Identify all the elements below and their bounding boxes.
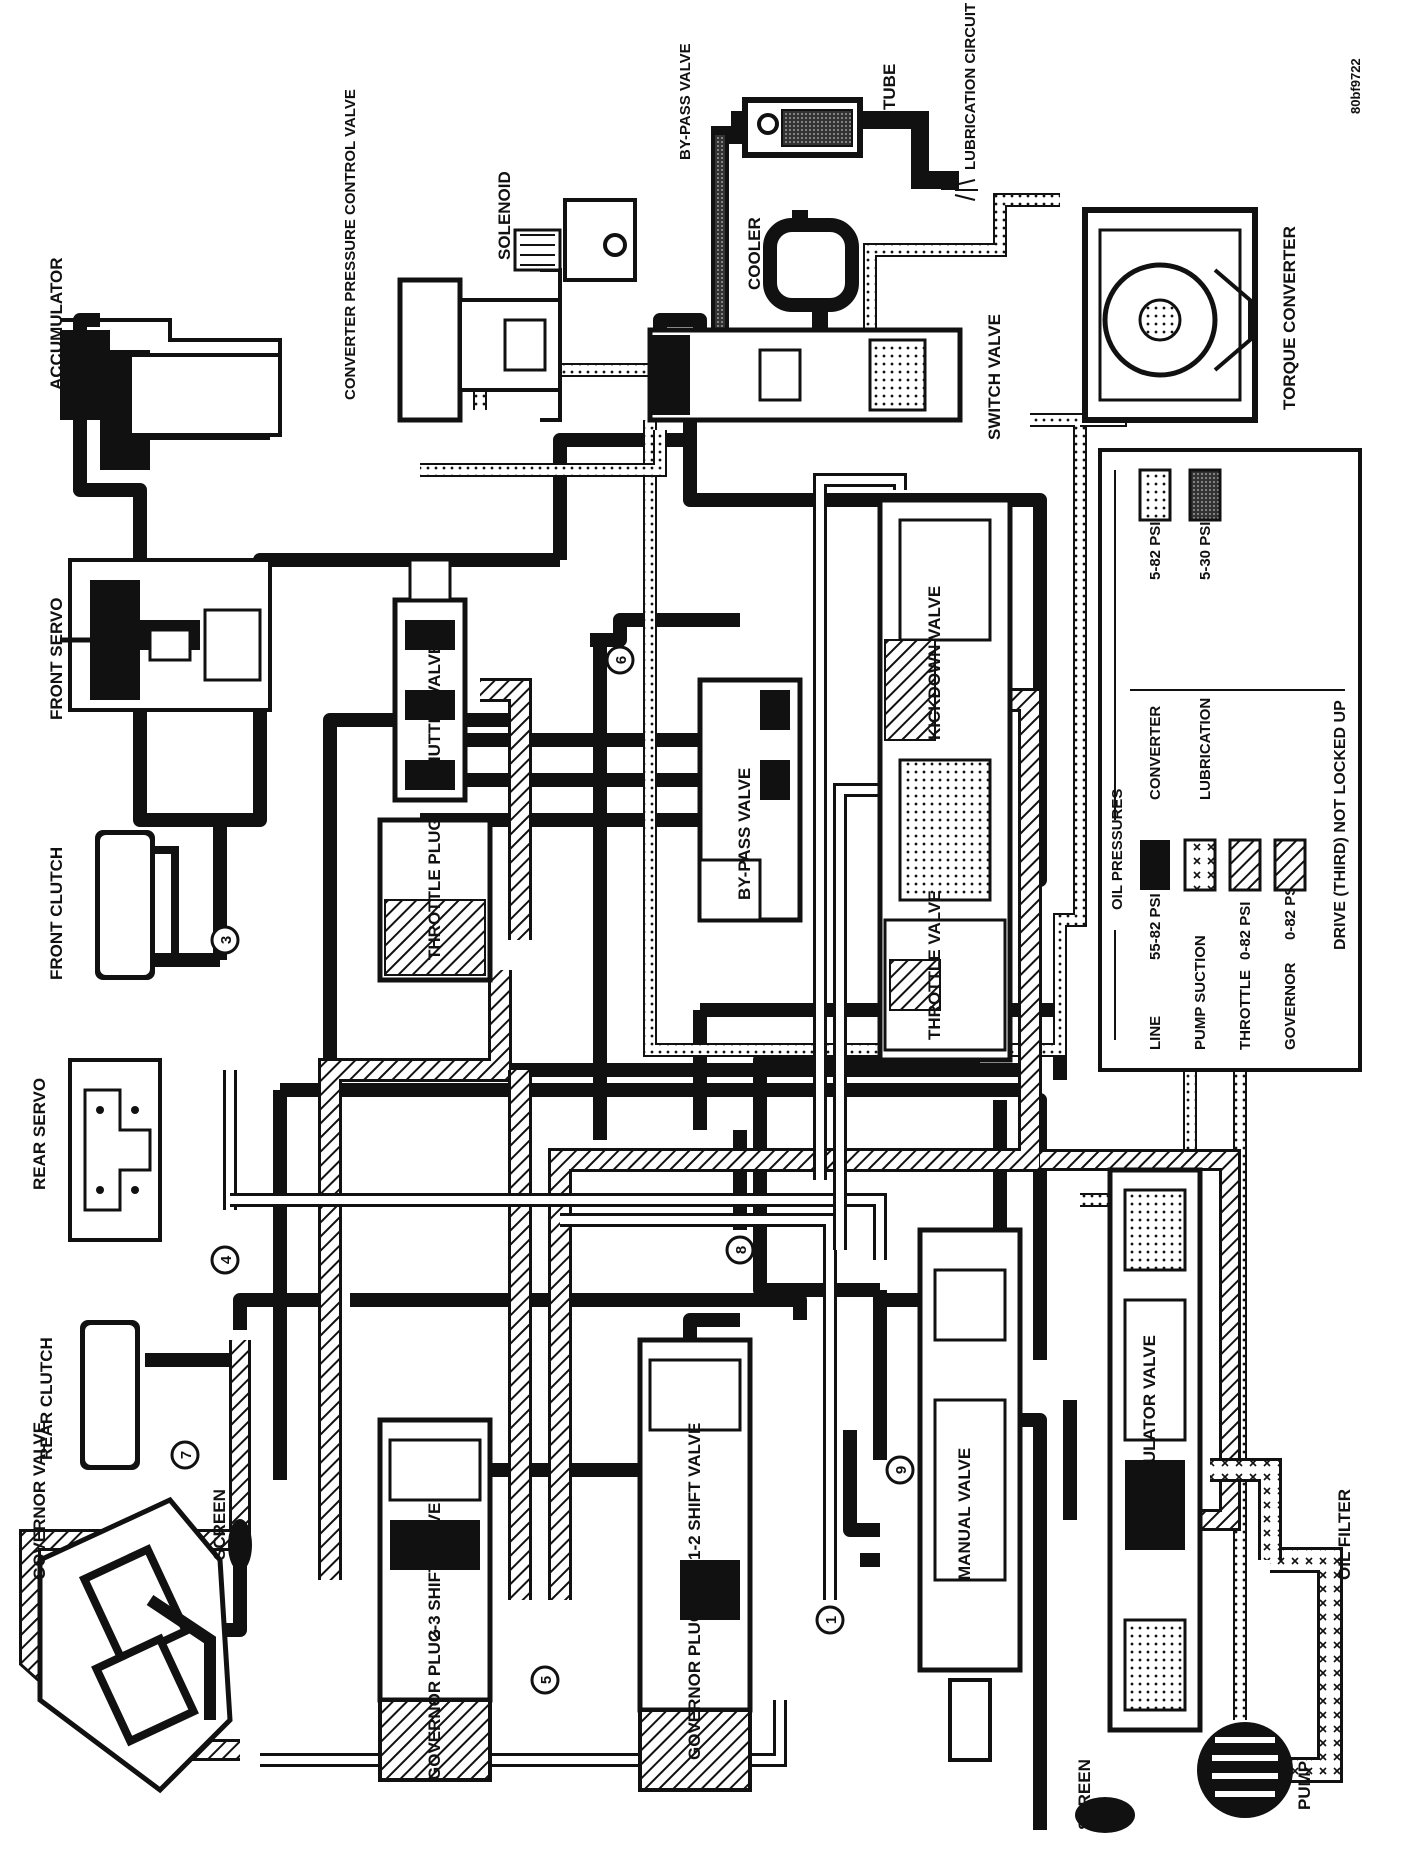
svg-text:5: 5	[538, 1676, 555, 1684]
label-bypass-valve-mid: BY-PASS VALVE	[735, 768, 754, 900]
front-clutch	[95, 830, 179, 980]
svg-text:3: 3	[218, 936, 235, 944]
svg-text:5-30 PSI: 5-30 PSI	[1197, 522, 1214, 580]
legend-entry-line: LINE 55-82 PSI	[1140, 840, 1170, 1050]
lubrication-circuit	[711, 97, 978, 350]
label-throttle-valve: THROTTLE VALVE	[925, 890, 944, 1040]
legend-entry-converter: CONVERTER 5-82 PSI	[1138, 468, 1172, 800]
manual-valve	[917, 1227, 1023, 1762]
check-ball-5: 5	[530, 1665, 560, 1695]
label-front-clutch: FRONT CLUTCH	[47, 847, 66, 980]
legend-title: OIL PRESSURES	[1109, 789, 1126, 910]
svg-text:4: 4	[218, 1255, 235, 1264]
switch-valve	[647, 327, 963, 423]
svg-text:8: 8	[733, 1246, 750, 1254]
kickdown-valve	[877, 497, 1013, 1063]
label-shift-valve-2-3: 2-3 SHIFT VALVE	[425, 1503, 444, 1640]
label-throttle-plug: THROTTLE PLUG	[425, 817, 444, 960]
svg-text:LUBRICATION: LUBRICATION	[1197, 698, 1214, 800]
torque-converter	[1082, 207, 1258, 423]
svg-text:0-82 PSI: 0-82 PSI	[1282, 882, 1299, 940]
label-oil-filter: OIL FILTER	[1335, 1489, 1354, 1580]
regulator-valve	[1107, 1167, 1203, 1733]
shift-valve-2-3	[377, 1417, 493, 1782]
front-servo	[60, 558, 272, 712]
svg-text:7: 7	[178, 1451, 195, 1459]
legend-caption: DRIVE (THIRD) NOT LOCKED UP	[1332, 700, 1349, 950]
svg-text:THROTTLE: THROTTLE	[1237, 970, 1254, 1050]
shuttle-valve	[392, 558, 468, 803]
svg-text:LINE: LINE	[1147, 1016, 1164, 1050]
svg-text:55-82 PSI: 55-82 PSI	[1147, 893, 1164, 960]
legend-box: OIL PRESSURES LINE 55-82 PSI PUMP SUCTIO…	[1098, 448, 1362, 1072]
label-accumulator: ACCUMULATOR	[47, 257, 66, 390]
label-tube: TUBE	[880, 64, 899, 110]
throttle-plug	[377, 817, 493, 983]
legend-entry-governor: GOVERNOR 0-82 PSI	[1273, 838, 1307, 1050]
label-governor-valve: GOVERNOR VALVE	[30, 1422, 49, 1580]
check-ball-8: 8	[725, 1235, 755, 1265]
component-labels: ACCUMULATOR FRONT SERVO FRONT CLUTCH REA…	[30, 3, 1354, 1830]
screen-icon	[228, 1519, 252, 1571]
label-governor-plug-2: GOVERNOR PLUG	[685, 1609, 704, 1760]
legend-entry-throttle: THROTTLE 0-82 PSI	[1228, 838, 1262, 1050]
check-ball-4: 4	[210, 1245, 240, 1275]
throttle-passages	[19, 678, 1241, 1761]
check-balls: 1 3 4 5 6 7 8 9	[170, 645, 915, 1695]
label-governor-plug-1: GOVERNOR PLUG	[425, 1629, 444, 1780]
svg-text:6: 6	[613, 656, 630, 664]
label-shuttle-valve: SHUTTLE VALVE	[425, 643, 444, 780]
pump-icon	[1197, 1722, 1293, 1818]
label-front-servo: FRONT SERVO	[47, 598, 66, 720]
converter-pressure-control-valve	[397, 268, 562, 423]
document-id: 80bf9722	[1348, 58, 1363, 114]
label-cooler: COOLER	[745, 217, 764, 290]
svg-text:PUMP SUCTION: PUMP SUCTION	[1192, 935, 1209, 1050]
label-rear-clutch: REAR CLUTCH	[37, 1337, 56, 1460]
svg-text:CONVERTER: CONVERTER	[1147, 706, 1164, 800]
check-ball-3: 3	[210, 925, 240, 955]
check-ball-6: 6	[605, 645, 635, 675]
svg-text:0-82 PSI: 0-82 PSI	[1237, 902, 1254, 960]
rear-clutch	[80, 1320, 140, 1470]
rear-servo	[68, 1058, 162, 1242]
svg-text:5-82 PSI: 5-82 PSI	[1147, 522, 1164, 580]
check-ball-7: 7	[170, 1440, 200, 1470]
governor-valve	[37, 1496, 233, 1794]
label-screen-lower: SCREEN	[1075, 1759, 1094, 1830]
label-bypass-valve-top: BY-PASS VALVE	[677, 43, 694, 160]
label-shift-valve-1-2: 1-2 SHIFT VALVE	[685, 1423, 704, 1560]
label-kickdown-valve: KICKDOWN VALVE	[925, 586, 944, 740]
legend-entry-pump-suction: PUMP SUCTION	[1183, 838, 1217, 1050]
label-switch-valve: SWITCH VALVE	[985, 314, 1004, 440]
label-converter-pressure-control-valve: CONVERTER PRESSURE CONTROL VALVE	[342, 89, 359, 400]
label-solenoid: SOLENOID	[495, 171, 514, 260]
screen-icon	[1075, 1797, 1135, 1833]
svg-text:1: 1	[823, 1616, 840, 1624]
svg-text:9: 9	[893, 1466, 910, 1474]
label-lubrication-circuit: LUBRICATION CIRCUIT	[962, 3, 979, 170]
check-ball-9: 9	[885, 1455, 915, 1485]
bypass-valve	[697, 677, 803, 923]
shift-valve-1-2	[637, 1337, 753, 1792]
cooler-icon	[763, 218, 859, 312]
label-pump: PUMP	[1295, 1761, 1314, 1810]
oil-filter	[1210, 1458, 1343, 1783]
label-regulator-valve: REGULATOR VALVE	[1140, 1335, 1159, 1500]
check-ball-1: 1	[815, 1605, 845, 1635]
label-screen-upper: SCREEN	[210, 1489, 229, 1560]
solenoid-icon	[513, 198, 637, 282]
label-torque-converter: TORQUE CONVERTER	[1280, 226, 1299, 410]
legend-entry-lubrication: LUBRICATION 5-30 PSI	[1188, 468, 1222, 800]
label-rear-servo: REAR SERVO	[30, 1078, 49, 1190]
svg-text:GOVERNOR: GOVERNOR	[1282, 962, 1299, 1050]
label-manual-valve: MANUAL VALVE	[955, 1448, 974, 1580]
accumulator	[60, 318, 282, 470]
